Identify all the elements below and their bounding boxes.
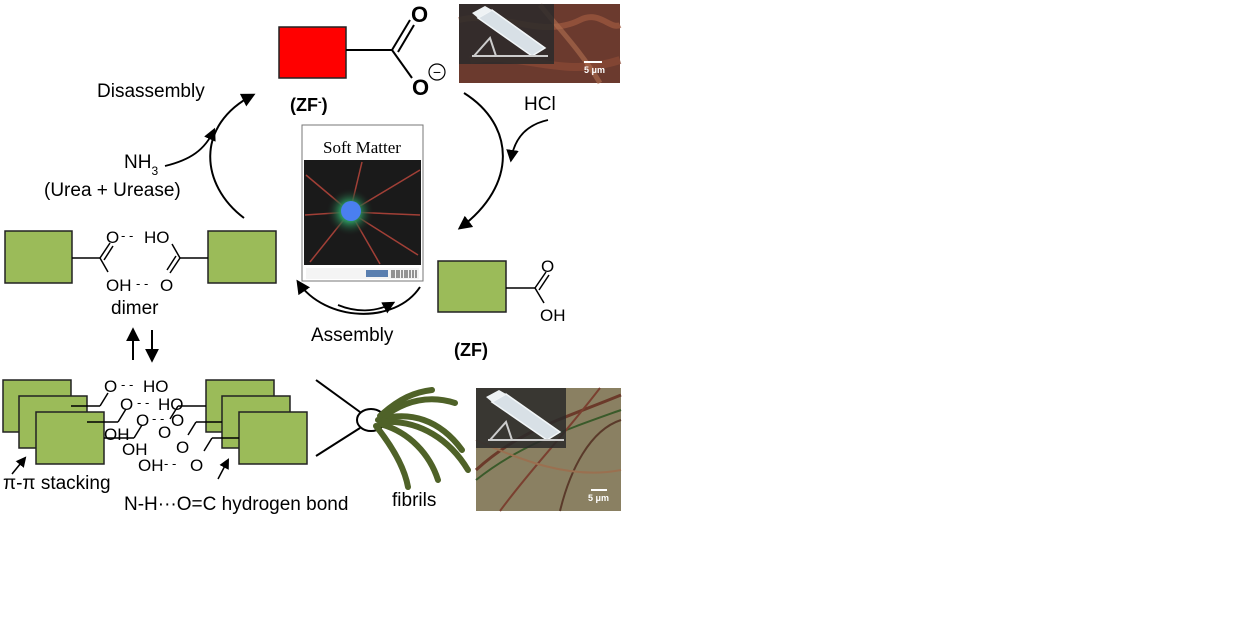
vial-bottom <box>486 390 564 441</box>
zf-block <box>437 260 507 313</box>
stack-left <box>2 379 105 465</box>
hbond-label: N-H···O=C hydrogen bond <box>124 494 348 515</box>
stack-dash4: - - <box>164 456 176 471</box>
dimer-o2: O <box>160 276 173 295</box>
minus-charge-circle <box>428 63 446 81</box>
fibrils-drawing <box>373 387 471 490</box>
pi-stacking-pointer <box>11 456 27 475</box>
dimer-block-left <box>4 230 73 284</box>
hcl-arc-arrow <box>457 92 504 230</box>
carboxylate-o-minus: O <box>412 75 429 100</box>
hcl-label: HCl <box>524 94 556 115</box>
zf-acid-oh: OH <box>540 306 566 325</box>
nh3-label: NH3 <box>124 152 158 178</box>
dimer-hbond-structure <box>72 242 208 274</box>
zf-acid-o: O <box>541 257 554 276</box>
minus-charge-sign: − <box>433 64 441 80</box>
stack-ho1: HO <box>143 377 169 396</box>
scale-label-bottom: 5 μm <box>588 493 609 503</box>
vial-top <box>471 6 548 57</box>
dimer-hbond-dash1: - - <box>121 228 133 243</box>
stack-ho3: O <box>171 411 184 430</box>
stack-o5: O <box>176 438 189 457</box>
stack-o6: O <box>190 456 203 475</box>
stack-o2: O <box>120 395 133 414</box>
stack-ho2: HO <box>158 395 184 414</box>
stack-oh2: OH <box>122 440 148 459</box>
carboxylic-acid-group <box>506 271 550 304</box>
assembly-label: Assembly <box>311 325 394 346</box>
hbond-pointer <box>217 458 229 480</box>
stack-o3: O <box>136 411 149 430</box>
dimer-hbond-dash2: - - <box>136 276 148 291</box>
disassembly-label: Disassembly <box>97 81 205 102</box>
journal-title: Soft Matter <box>323 138 401 157</box>
stack-bonds <box>71 392 239 452</box>
dimer-oh: OH <box>106 276 132 295</box>
stack-right <box>205 379 308 465</box>
dimer-ho: HO <box>144 228 170 247</box>
stack-dash2: - - <box>137 395 149 410</box>
zf-label: (ZF) <box>454 340 488 360</box>
stack-dash1: - - <box>121 377 133 392</box>
disassembly-arc-arrow <box>209 93 256 219</box>
dimer-label: dimer <box>111 298 159 319</box>
dimer-o1: O <box>106 228 119 247</box>
micrograph-bottom: 5 μm <box>474 387 622 512</box>
hcl-pointer-arrow <box>506 119 549 163</box>
zoom-lines <box>315 379 361 457</box>
carboxylate-o-top: O <box>411 2 428 27</box>
assembly-arc-arrow <box>296 279 421 315</box>
scale-label-top: 5 μm <box>584 65 605 75</box>
cover-barcode <box>391 270 417 278</box>
pi-stacking-label: π-π stacking <box>3 473 111 494</box>
stack-dash3: - - <box>152 411 164 426</box>
stack-oh3: OH <box>138 456 164 475</box>
stack-oh1: OH <box>104 425 130 444</box>
nh3-pointer-arrow <box>164 127 216 167</box>
journal-cover: Soft Matter <box>301 124 424 282</box>
fibrils-label: fibrils <box>392 490 436 511</box>
stack-o4: O <box>158 423 171 442</box>
urea-label: (Urea + Urease) <box>44 180 181 201</box>
assembly-inner-arrow <box>337 301 396 314</box>
zf-minus-label: (ZF-) <box>290 95 328 115</box>
stack-o1: O <box>104 377 117 396</box>
carboxylate-group <box>346 19 415 79</box>
zf-minus-block <box>278 26 347 79</box>
micrograph-top: 5 μm <box>458 3 622 85</box>
dimer-block-right <box>207 230 277 284</box>
